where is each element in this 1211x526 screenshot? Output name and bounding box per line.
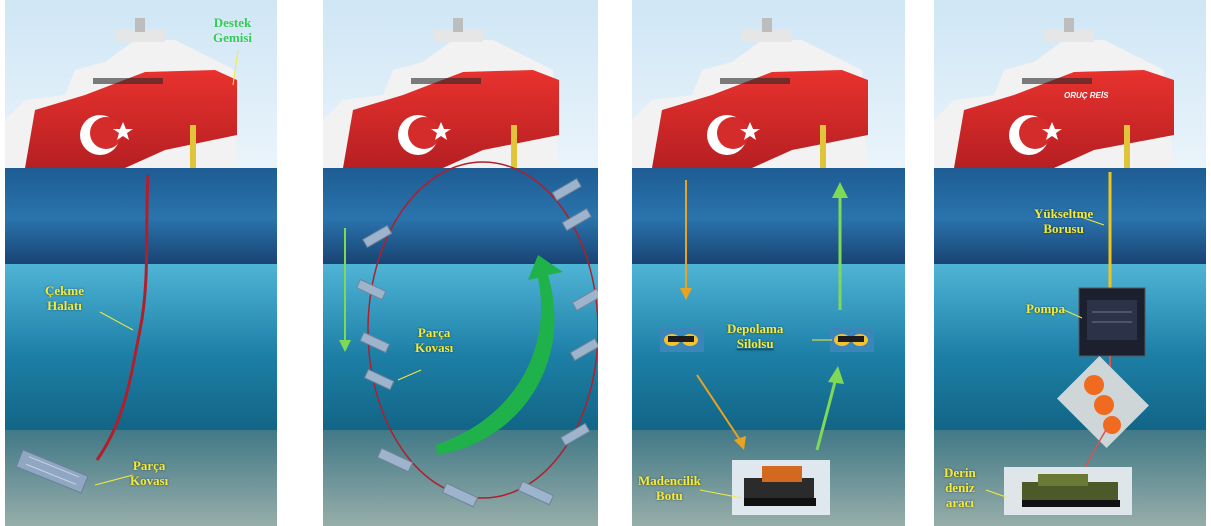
- panel-1-scene: [5, 0, 277, 526]
- part-bucket-label: Parça Kovası: [415, 325, 454, 355]
- pump-icon: [1078, 287, 1146, 357]
- pull-rope-cable: [95, 174, 150, 461]
- diag-up-arrow-icon: [815, 377, 838, 451]
- storage-silo-icon: [660, 328, 704, 352]
- support-ship-icon: [632, 18, 868, 168]
- pump-label: Pompa: [1026, 301, 1065, 316]
- support-ship-icon: [323, 18, 559, 168]
- bucket-loop-cable: [367, 161, 598, 499]
- support-ship-icon: [934, 18, 1174, 168]
- panel-4: ORUÇ REİS Yükseltme Bo: [934, 0, 1206, 526]
- riser-pipe-label: Yükseltme Borusu: [1034, 206, 1094, 236]
- panel-1: Destek Gemisi Çekme Halatı Parça Kovası: [5, 0, 277, 526]
- ship-name-text: ORUÇ REİS: [1064, 91, 1109, 100]
- deep-sea-vehicle-label: Derin deniz aracı: [944, 465, 976, 510]
- diag-down-arrow-icon: [696, 374, 741, 441]
- support-ship-icon: [5, 18, 237, 168]
- storage-silo-label: Depolama Silolsu: [727, 321, 784, 351]
- support-ship-label: Destek Gemisi: [213, 15, 252, 45]
- mining-robot-icon: [732, 460, 830, 515]
- panel-2: Parça Kovası: [323, 0, 598, 526]
- pull-rope-label: Çekme Halatı: [45, 283, 84, 313]
- panel-2-scene: [323, 0, 598, 526]
- buoyancy-module-icon: [1057, 356, 1149, 448]
- panel-3: Depolama Silolsu Madencilik Botu: [632, 0, 905, 526]
- part-bucket-icon: [15, 449, 89, 494]
- part-bucket-label: Parça Kovası: [130, 458, 169, 488]
- mining-robot-label: Madencilik Botu: [638, 473, 701, 503]
- deep-sea-vehicle-icon: [1004, 467, 1132, 515]
- panel-4-scene: ORUÇ REİS: [934, 0, 1206, 526]
- storage-silo-icon: [830, 328, 874, 352]
- part-bucket-icons: [355, 177, 598, 508]
- panel-3-scene: [632, 0, 905, 526]
- up-curve-arrow-icon: [435, 255, 563, 455]
